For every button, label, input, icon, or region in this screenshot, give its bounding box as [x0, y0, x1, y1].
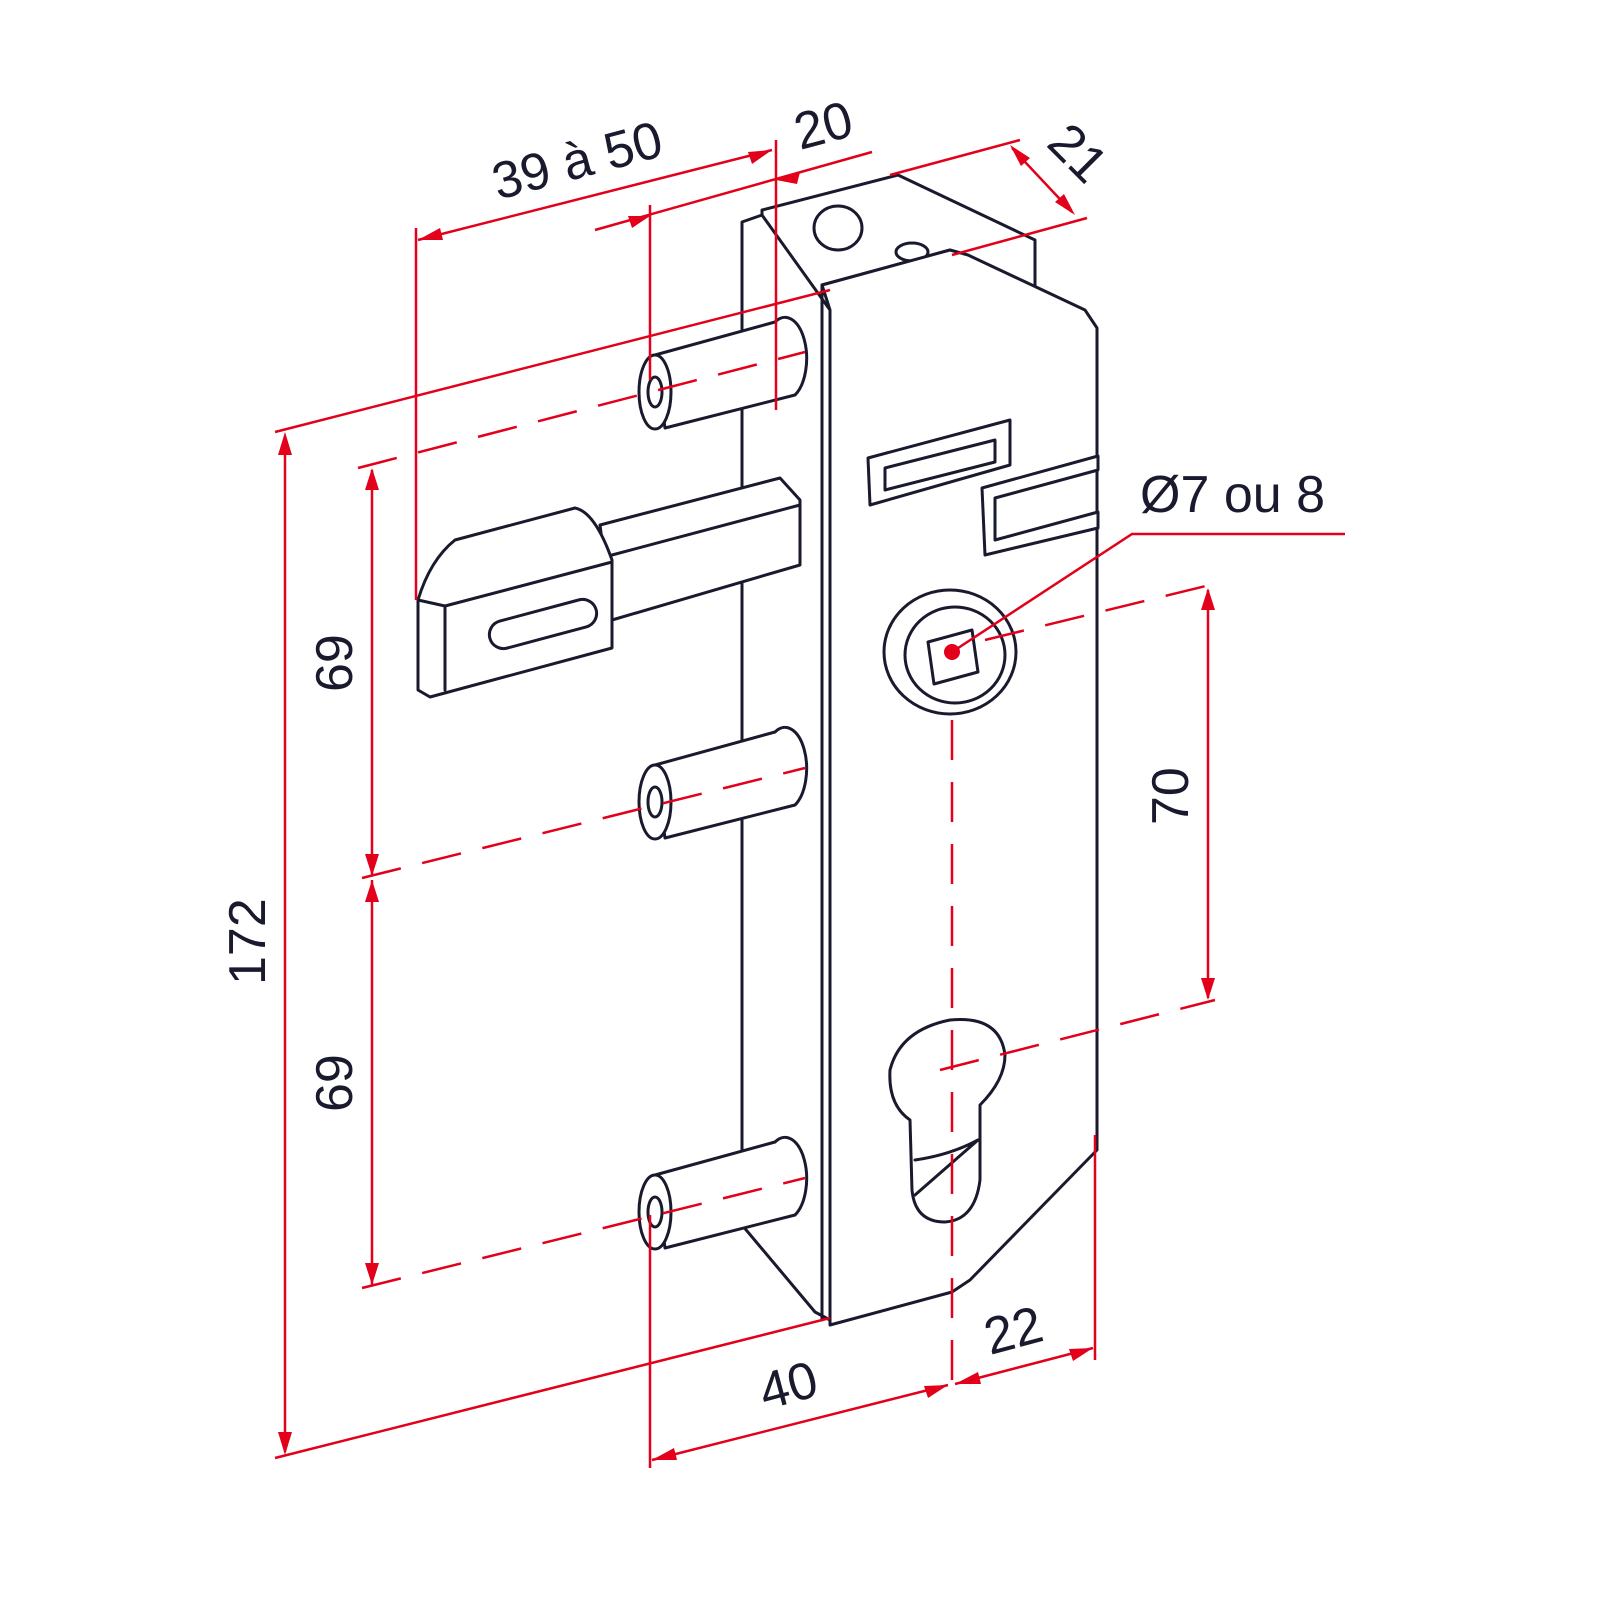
label-square-hole: Ø7 ou 8 [1140, 466, 1325, 524]
top-screw [812, 204, 864, 252]
label-center-distance: 70 [1142, 767, 1200, 825]
dimension-lines [274, 138, 1345, 1468]
label-total-height: 172 [219, 898, 277, 985]
stud-top [637, 315, 809, 431]
label-width: 40 [753, 1351, 824, 1422]
stud-bottom [637, 1135, 809, 1251]
label-pitch-lower: 69 [306, 1054, 364, 1112]
label-pitch-upper: 69 [306, 634, 364, 692]
label-box-depth: 21 [1037, 112, 1119, 194]
lock-body [416, 173, 1100, 1327]
label-backset-offset: 20 [788, 91, 859, 162]
stud-middle [637, 725, 809, 841]
euro-cylinder-hole [888, 1017, 1007, 1224]
latch-bolt [416, 476, 802, 699]
strike-slot [980, 454, 1100, 557]
label-edge-to-axis: 22 [978, 1296, 1049, 1367]
label-bolt-throw: 39 à 50 [486, 111, 669, 212]
